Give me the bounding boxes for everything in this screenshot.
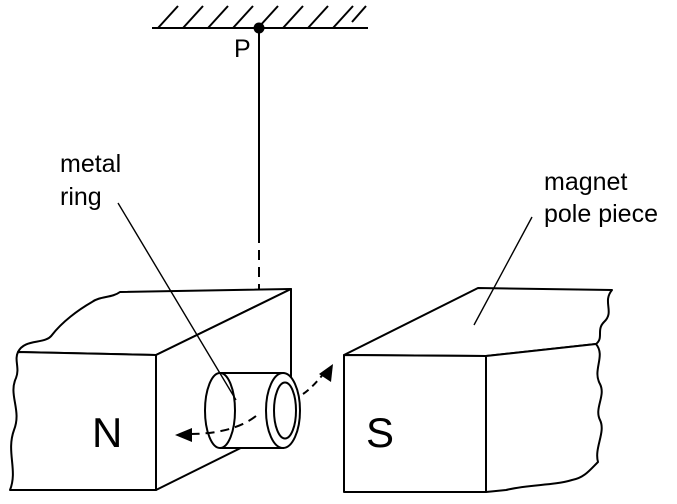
leader-lines [117, 202, 533, 401]
metal-ring-label-line2: ring [60, 183, 102, 211]
magnet-label-line2: pole piece [544, 200, 658, 228]
arrow-head-left [175, 428, 192, 442]
south-pole-piece [343, 287, 613, 493]
metal-ring-label-line1: metal [60, 150, 121, 178]
arrow-head-right [319, 364, 333, 382]
magnet-label-line1: magnet [544, 168, 627, 196]
pivot-label: P [234, 35, 251, 63]
south-pole-label: S [366, 409, 394, 456]
north-pole-label: N [92, 409, 122, 456]
metal-ring [204, 372, 301, 449]
